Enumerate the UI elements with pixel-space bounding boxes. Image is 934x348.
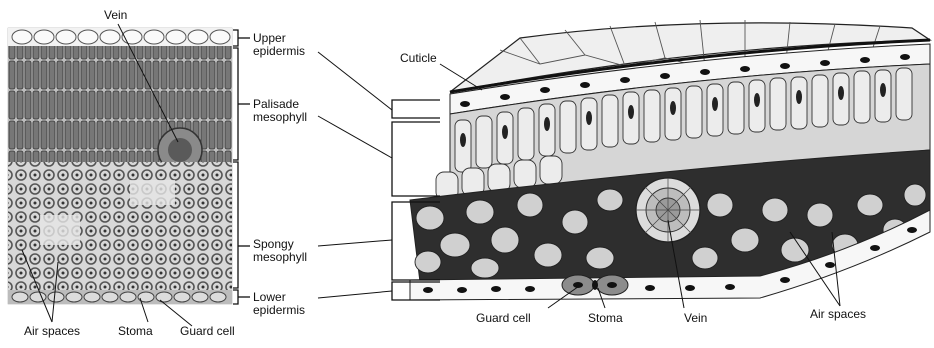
label-cuticle: Cuticle [400, 52, 437, 65]
block-vein [636, 178, 700, 242]
label-air-spaces-left: Air spaces [24, 325, 80, 338]
label-lower-epidermis-line2: epidermis [253, 304, 305, 317]
label-upper-epidermis-line2: epidermis [253, 45, 305, 58]
label-palisade-line2: mesophyll [253, 111, 307, 124]
label-stoma-right: Stoma [588, 312, 623, 325]
label-vein-right: Vein [684, 312, 707, 325]
label-vein-top: Vein [104, 9, 127, 22]
label-guard-cell-right: Guard cell [476, 312, 531, 325]
block-stoma [592, 280, 598, 290]
block-diagram [410, 20, 930, 300]
label-stoma-left: Stoma [118, 325, 153, 338]
label-guard-cell-left: Guard cell [180, 325, 235, 338]
layer-brackets [233, 30, 250, 304]
micrograph [8, 28, 232, 304]
label-spongy-line2: mesophyll [253, 251, 307, 264]
label-air-spaces-right: Air spaces [810, 308, 866, 321]
